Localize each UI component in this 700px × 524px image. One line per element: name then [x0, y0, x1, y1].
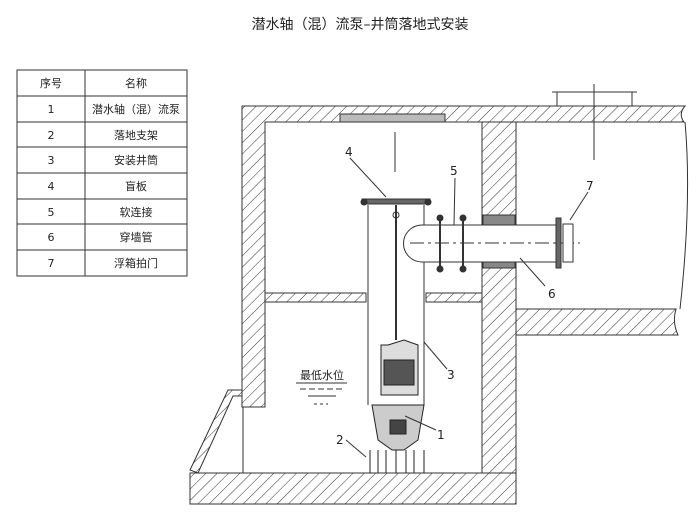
table-cell-index: 6 — [48, 231, 55, 244]
table-header-index: 序号 — [40, 76, 62, 90]
water-level-marker — [296, 382, 347, 405]
table-cell-index: 7 — [48, 257, 55, 270]
callout-6: 6 — [548, 287, 556, 301]
table-cell-name: 软连接 — [120, 205, 153, 219]
table-cell-name: 落地支架 — [114, 129, 158, 142]
callout-1: 1 — [437, 428, 445, 442]
water-level-label: 最低水位 — [300, 368, 344, 382]
table-cell-index: 1 — [48, 103, 55, 116]
table-cell-name: 安装井筒 — [114, 153, 158, 167]
table-cell-name: 盲板 — [125, 179, 147, 193]
callout-7: 7 — [586, 179, 594, 193]
table-cell-name: 浮箱拍门 — [114, 256, 158, 270]
table-cell-name: 潜水轴（混）流泵 — [92, 102, 180, 116]
callout-3: 3 — [447, 368, 455, 382]
callout-2: 2 — [336, 433, 344, 447]
table-cell-name: 穿墙管 — [120, 230, 153, 244]
concrete-structure — [189, 105, 687, 505]
table-cell-index: 3 — [48, 154, 55, 167]
drawing-title: 潜水轴（混）流泵–井筒落地式安装 — [252, 16, 469, 33]
table-cell-index: 2 — [48, 129, 55, 142]
submersible-pump — [369, 339, 425, 473]
callout-4: 4 — [345, 145, 353, 159]
table-cell-index: 4 — [48, 180, 55, 193]
parts-table — [16, 69, 188, 277]
discharge-pipe — [403, 214, 580, 273]
callout-5: 5 — [450, 164, 458, 178]
table-cell-index: 5 — [48, 206, 55, 219]
table-header-name: 名称 — [125, 76, 147, 90]
